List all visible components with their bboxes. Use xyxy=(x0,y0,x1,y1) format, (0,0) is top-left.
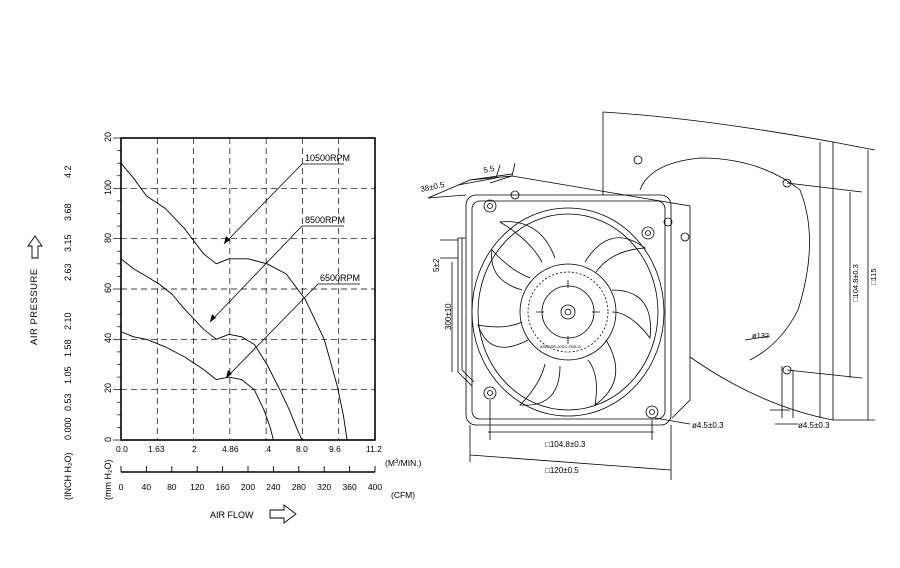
dim-frame: □120±0.5 xyxy=(545,466,579,475)
curve-10500RPM xyxy=(120,162,348,441)
inch-tick: 2.10 xyxy=(63,312,73,330)
rpm-label-text: 6500RPM xyxy=(320,273,360,283)
m3-tick: 8.0 xyxy=(296,444,308,454)
fan-mechanical-drawing xyxy=(427,111,876,480)
cfm-tick: 80 xyxy=(167,482,177,492)
mounting-panel xyxy=(602,111,834,421)
inch-tick: 0.000 xyxy=(63,417,73,440)
mm-tick: 80 xyxy=(103,233,113,243)
dimension-labels: 38±0.5 5.5 5±2 300±10 □104.8±0.3 □120±0.… xyxy=(420,164,878,475)
cfm-tick: 160 xyxy=(216,482,230,492)
cfm-tick: 120 xyxy=(190,482,204,492)
mount-hole xyxy=(483,199,497,213)
fan-frame-front xyxy=(465,194,672,426)
curve-6500RPM xyxy=(120,331,274,441)
cfm-tick-labels: 0 40 80 120 160 200 240 280 320 360 400 xyxy=(119,482,383,492)
mm-tick: 20 xyxy=(103,383,113,393)
cfm-tick: 40 xyxy=(142,482,152,492)
rpm-label-text: 8500RPM xyxy=(305,215,345,225)
rpm-label-8500: 8500RPM xyxy=(209,215,345,323)
dim-cutout: ø132 xyxy=(752,331,769,340)
cfm-unit-label: (CFM) xyxy=(391,490,415,500)
curves xyxy=(120,162,348,441)
inch-tick: 3.68 xyxy=(63,203,73,221)
cfm-tick: 320 xyxy=(317,482,331,492)
dim-panel-hole: ø4.5±0.3 xyxy=(798,421,830,430)
air-pressure-arrow-icon xyxy=(27,235,43,259)
m3-tick: 11.2 xyxy=(366,444,382,454)
dim-hole: ø4.5±0.3 xyxy=(692,421,724,430)
y-axis-label: AIR PRESSURE xyxy=(29,268,40,345)
mount-hole xyxy=(641,226,655,240)
dimension-lines xyxy=(427,141,876,480)
mm-tick: 100 xyxy=(103,180,113,195)
cfm-tick: 360 xyxy=(343,482,357,492)
dim-panel: □115 xyxy=(869,269,878,286)
dim-hole-pitch: □104.8±0.3 xyxy=(545,440,586,449)
cfm-tick: 400 xyxy=(368,482,382,492)
rpm-label-text: 10500RPM xyxy=(305,153,350,163)
fan-hub xyxy=(519,263,617,361)
air-flow-arrow-icon xyxy=(269,504,297,524)
mm-tick: 40 xyxy=(103,333,113,343)
mm-tick-labels: 0 20 40 60 80 100 20 xyxy=(103,132,113,442)
mount-hole xyxy=(645,405,659,419)
cfm-tick: 0 xyxy=(119,482,124,492)
m3-tick: 9.6 xyxy=(329,444,341,454)
dim-rib: 5.5 xyxy=(483,164,496,175)
mount-hole xyxy=(483,386,497,400)
hub-label-text: ASEFSR-20SC-FBS-G xyxy=(540,344,581,349)
m3-tick-labels: 0.0 1.63 2 4.86 .4 8.0 9.6 11.2 xyxy=(116,444,382,454)
inch-tick: 4.2 xyxy=(63,165,73,178)
inch-tick: 1.58 xyxy=(63,339,73,357)
fan-frame-back xyxy=(489,175,691,419)
lead-wire xyxy=(457,237,473,387)
rpm-label-10500: 10500RPM xyxy=(223,153,350,245)
m3-tick: 4.86 xyxy=(222,444,239,454)
inch-tick: 3.15 xyxy=(63,234,73,252)
fan-venturi xyxy=(471,207,665,417)
performance-chart: AIR PRESSURE 0.000 0.53 1.05 1.58 2.10 2… xyxy=(27,132,422,524)
mm-unit-label: (mm H₂O) xyxy=(103,460,113,500)
m3-tick: 2 xyxy=(192,444,197,454)
cfm-tick: 280 xyxy=(292,482,306,492)
m3-tick: .4 xyxy=(264,444,271,454)
grid-lines xyxy=(121,138,375,440)
mm-tick: 60 xyxy=(103,283,113,293)
m3-tick: 0.0 xyxy=(116,444,128,454)
x-axis-label: AIR FLOW xyxy=(210,510,254,520)
inch-tick: 1.05 xyxy=(63,366,73,384)
inch-unit-label: (INCH H₂O) xyxy=(63,453,73,501)
curve-8500RPM xyxy=(120,258,303,441)
dim-lead: 5±2 xyxy=(432,258,441,272)
cfm-tick-marks xyxy=(120,466,376,472)
fan-blades xyxy=(477,221,651,406)
mm-tick: 20 xyxy=(103,132,113,142)
inch-tick-labels: 0.000 0.53 1.05 1.58 2.10 2.63 3.15 3.68… xyxy=(63,165,73,440)
inch-tick: 0.53 xyxy=(63,393,73,411)
y-tick-marks xyxy=(113,137,121,441)
m3-unit-label: (M3/MIN.) xyxy=(385,458,422,468)
mm-tick: 0 xyxy=(103,437,113,442)
rpm-label-6500: 6500RPM xyxy=(225,273,360,379)
cfm-tick: 200 xyxy=(241,482,255,492)
inch-tick: 2.63 xyxy=(63,263,73,281)
dim-panel-pitch: □104.8±0.3 xyxy=(851,264,860,302)
m3-tick: 1.63 xyxy=(148,444,165,454)
cfm-tick: 240 xyxy=(266,482,280,492)
dim-lead-length: 300±10 xyxy=(444,303,453,330)
